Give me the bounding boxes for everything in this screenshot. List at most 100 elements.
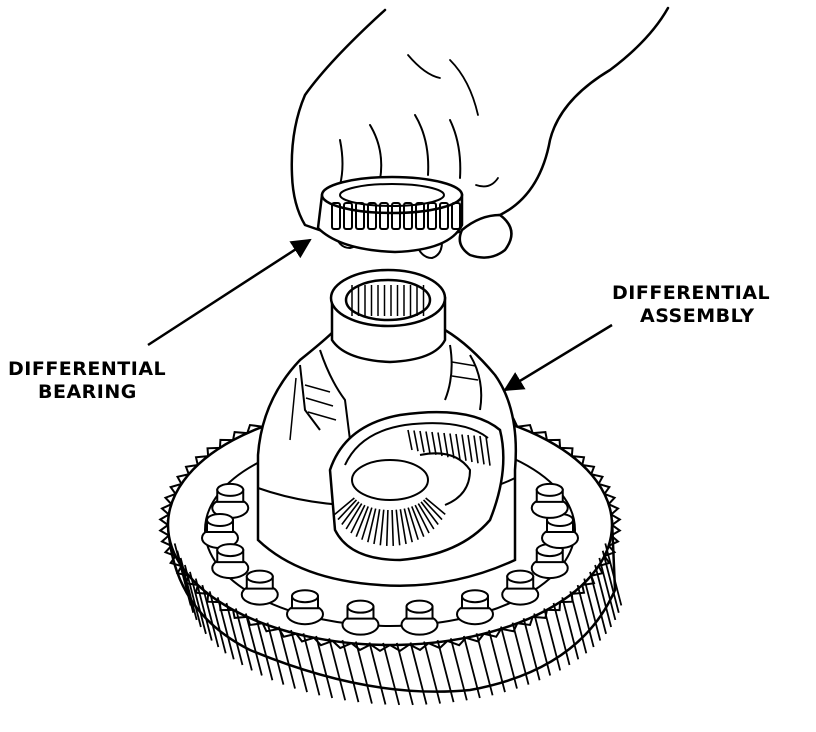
differential-bearing-label: DIFFERENTIAL BEARING [8,358,166,404]
gear-tooth-line [367,508,377,543]
bolt-head [530,543,569,580]
helical-tooth [355,641,373,704]
gear-tooth [582,464,596,475]
helical-tooth [462,635,481,699]
helical-tooth [341,639,360,703]
helical-tooth [189,571,207,635]
helical-tooth [533,613,552,676]
bolt-head [501,569,540,606]
differential-assembly-label: DIFFERENTIAL ASSEMBLY [612,282,770,328]
gear-tooth-line [443,432,449,458]
helical-tooth [173,543,192,606]
gear-tooth-line [413,430,419,452]
helical-tooth [278,626,296,689]
bolt-head [211,482,250,519]
gear-tooth-line [379,509,385,546]
gear-tooth-line [417,503,435,530]
differential-bearing-label-line2: BEARING [38,381,137,403]
gear-tooth [160,534,172,547]
bolt-head [211,543,250,580]
bolt-head [341,599,380,636]
gear-tooth [610,513,622,526]
bolt-head [286,589,324,626]
helical-tooth [552,602,571,666]
helical-tooth [368,642,387,705]
helical-tooth [511,622,530,685]
gear-tooth [532,431,548,441]
gear-tooth [571,455,586,466]
helical-tooth [395,642,414,706]
gear-tooth-line [422,499,443,521]
bearing-roller [415,202,425,230]
helical-tooth [328,638,347,701]
gear-tooth [158,524,170,537]
bolt-head [530,482,569,519]
gear-tooth [546,602,562,612]
gear-tooth [206,446,220,457]
helical-tooth [423,641,441,704]
gear-tooth [295,633,315,643]
helical-tooth [583,578,602,641]
bearing-roller [343,202,353,230]
gear-tooth [169,482,182,495]
ring-gear-teeth-side [173,543,623,706]
helical-tooth [315,635,334,699]
gear-tooth-line [449,433,455,459]
gear-tooth-line [473,435,479,464]
helical-tooth [208,591,227,654]
helical-tooth [475,633,494,696]
helical-tooth [576,584,595,648]
gear-tooth-line [461,434,467,461]
gear-tooth [350,642,372,652]
helical-tooth [589,571,607,635]
helical-tooth [594,564,612,628]
helical-tooth [522,618,541,681]
bearing-roller [355,202,365,230]
helical-tooth [436,639,455,703]
gear-tooth [598,555,611,568]
gear-tooth [389,643,410,653]
gear-tooth-line [355,506,369,537]
gear-tooth [261,622,280,633]
gear-tooth-line [431,431,437,455]
differential-bearing-label-line1: DIFFERENTIAL [8,358,167,380]
bolt-head [456,589,494,626]
gear-tooth [517,423,534,434]
gear-tooth [232,609,248,619]
gear-tooth-line [425,431,431,454]
gear-tooth-line [373,509,381,545]
bearing-roller [391,202,401,230]
bearing-roller [403,202,413,230]
journal-spline [351,285,425,316]
gear-tooth-line [467,434,473,463]
gear-tooth-line [425,497,446,515]
gear-tooth [331,640,352,650]
gear-tooth-line [420,501,439,525]
gear-tooth-line [403,508,413,543]
gear-tooth-line [419,430,425,453]
helical-tooth [234,608,253,671]
helical-tooth [255,618,274,681]
gear-tooth-line [479,435,485,465]
gear-tooth-line [485,436,491,466]
helical-tooth [216,597,235,660]
gear-tooth-line [391,509,395,546]
bearing-roller [439,202,449,230]
gear-tooth-line [361,507,373,540]
helical-tooth [601,550,620,613]
gear-tooth [604,493,617,505]
gear-tooth [194,455,209,466]
gear-tooth-line [345,503,363,530]
bearing-roller [379,202,389,230]
gear-tooth [160,503,172,516]
bolt-head [201,513,239,549]
gear-tooth-line [411,506,425,537]
differential-assembly-label-line2: ASSEMBLY [640,305,755,327]
gear-tooth [598,482,611,495]
gear-tooth [175,473,190,485]
gear-tooth [246,423,263,434]
gear-tooth-line [337,499,358,521]
helical-tooth [290,629,308,693]
helical-tooth [488,629,506,693]
bearing-roller [427,202,437,230]
